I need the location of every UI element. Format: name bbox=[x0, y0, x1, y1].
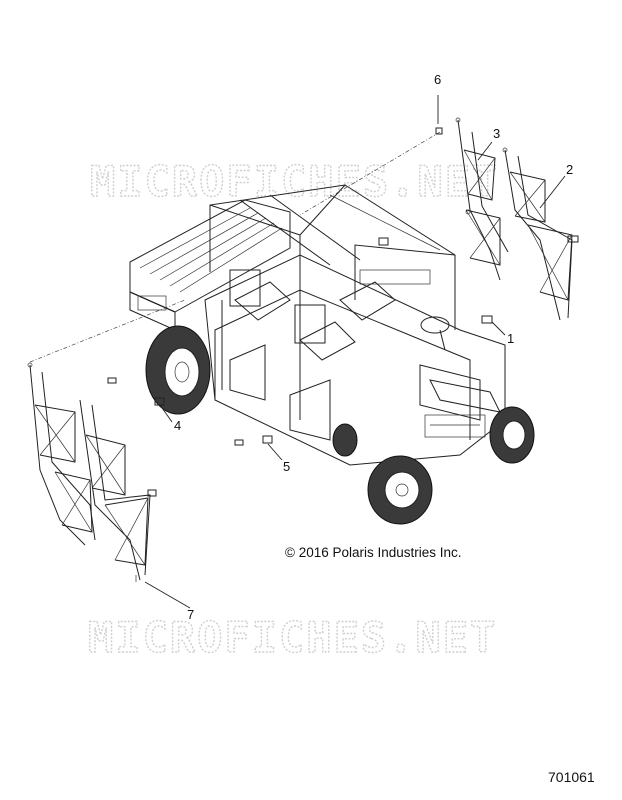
net-panel-left-icon bbox=[27, 362, 157, 582]
reference-line-left bbox=[29, 299, 186, 363]
callout-5: 5 bbox=[283, 459, 290, 474]
utv-vehicle-icon bbox=[129, 184, 535, 525]
watermark-bottom: MICROFICHES.NET bbox=[88, 613, 497, 662]
leader-7 bbox=[144, 581, 191, 609]
leader-5 bbox=[267, 443, 283, 461]
net-panel-right-icon bbox=[455, 117, 579, 321]
callout-7: 7 bbox=[187, 607, 194, 622]
callout-2: 2 bbox=[566, 162, 573, 177]
leader-1 bbox=[491, 321, 506, 336]
callout-6: 6 bbox=[434, 72, 441, 87]
leader-4 bbox=[159, 404, 173, 423]
copyright-text: © 2016 Polaris Industries Inc. bbox=[285, 545, 462, 560]
watermark-top: MICROFICHES.NET bbox=[90, 157, 499, 206]
clip-fastener-icon bbox=[107, 127, 493, 446]
callout-1: 1 bbox=[507, 331, 514, 346]
callout-4: 4 bbox=[174, 418, 181, 433]
figure-number: 701061 bbox=[548, 769, 595, 785]
reference-line-top bbox=[299, 131, 441, 216]
leader-2 bbox=[539, 175, 566, 209]
leader-3 bbox=[477, 141, 493, 161]
callout-3: 3 bbox=[493, 126, 500, 141]
